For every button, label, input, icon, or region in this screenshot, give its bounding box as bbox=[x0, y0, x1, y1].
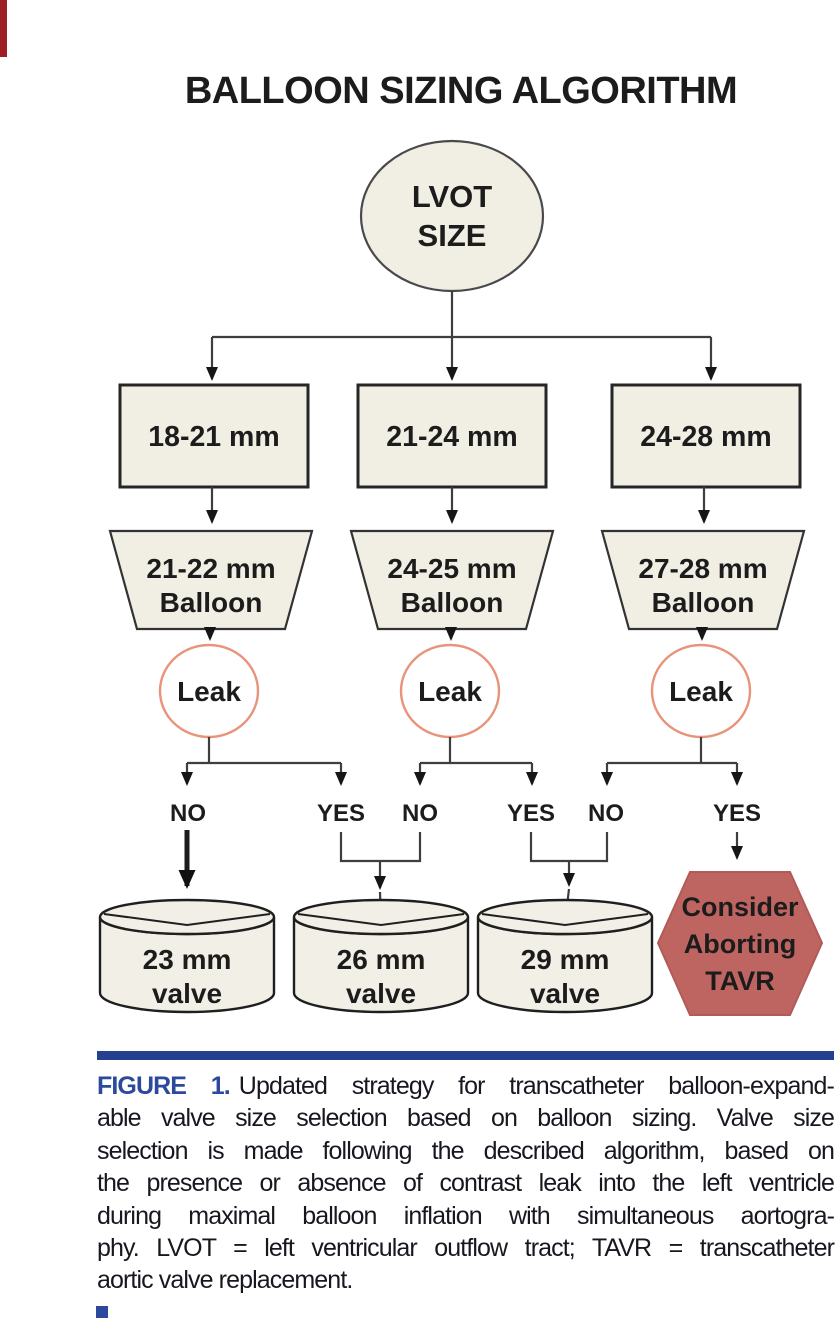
no-label-2: NO bbox=[402, 800, 438, 827]
valve-word-label-1: valve bbox=[152, 978, 222, 1009]
caption-line: able valve size selection based on ballo… bbox=[97, 1104, 835, 1133]
balloon-size-label-1: 21-22 mm bbox=[146, 553, 275, 584]
valve-node-2: 26 mm valve bbox=[292, 898, 470, 1014]
leak-split-2 bbox=[420, 737, 532, 765]
leak-label-2: Leak bbox=[418, 676, 482, 707]
valve-rim-inside-2 bbox=[297, 913, 465, 927]
valve-rim-inside-3 bbox=[481, 913, 649, 927]
balloon-size-label-2: 24-25 mm bbox=[387, 553, 516, 584]
caption-line: FIGURE 1.Updated strategy for transcathe… bbox=[97, 1070, 835, 1102]
valve-rim-inside-1 bbox=[103, 913, 271, 927]
balloon-word-label-2: Balloon bbox=[401, 587, 504, 618]
figure-title: BALLOON SIZING ALGORITHM bbox=[185, 70, 737, 112]
lvot-size-line2: SIZE bbox=[418, 218, 487, 253]
leak-split-1 bbox=[187, 737, 341, 765]
merge-bracket-2 bbox=[529, 832, 609, 863]
lvot-size-line1: LVOT bbox=[412, 179, 492, 214]
leak-split-3 bbox=[607, 737, 737, 765]
yes-label-2: YES bbox=[507, 800, 555, 827]
lvot-range-box-1 bbox=[118, 383, 310, 489]
lvot-range-label-3: 24-28 mm bbox=[640, 421, 772, 453]
valve-size-label-3: 29 mm bbox=[521, 944, 610, 975]
caption-line: selection is made following the describe… bbox=[97, 1136, 835, 1165]
lvot-range-label-1: 18-21 mm bbox=[148, 421, 280, 453]
merge-bracket-1 bbox=[339, 832, 422, 863]
caption-line: phy. LVOT = left ventricular outflow tra… bbox=[97, 1234, 835, 1263]
valve-node-3: 29 mm valve bbox=[476, 898, 654, 1014]
lvot-range-box-3 bbox=[610, 383, 802, 489]
valve-node-1: 23 mm valve bbox=[98, 898, 276, 1014]
balloon-node-2 bbox=[349, 529, 555, 631]
balloon-node-3 bbox=[600, 529, 806, 631]
caption-divider-rule bbox=[97, 1051, 834, 1060]
caption-line: the presence or absence of contrast leak… bbox=[97, 1169, 835, 1198]
abort-line2: Aborting bbox=[684, 929, 796, 959]
figure-caption: FIGURE 1.Updated strategy for transcathe… bbox=[97, 1070, 835, 1297]
valve-word-label-2: valve bbox=[346, 978, 416, 1009]
leak-label-1: Leak bbox=[177, 676, 241, 707]
lvot-size-node bbox=[359, 139, 545, 293]
caption-line: aortic valve replacement. bbox=[97, 1266, 353, 1295]
abort-line1: Consider bbox=[681, 892, 799, 922]
balloon-word-label-1: Balloon bbox=[160, 587, 263, 618]
abort-line3: TAVR bbox=[705, 966, 775, 996]
no-label-3: NO bbox=[588, 800, 624, 827]
balloon-size-label-3: 27-28 mm bbox=[638, 553, 767, 584]
caption-text: Updated strategy for transcatheter ballo… bbox=[238, 1072, 835, 1100]
yes-label-1: YES bbox=[317, 800, 365, 827]
yes-label-3: YES bbox=[713, 800, 761, 827]
valve-word-label-3: valve bbox=[530, 978, 600, 1009]
balloon-sizing-flowchart: BALLOON SIZING ALGORITHM LVOT SIZE 18-21… bbox=[98, 70, 824, 1016]
abort-tavr-node: Consider Aborting TAVR bbox=[656, 871, 824, 1016]
page-edge-blue-mark bbox=[96, 1306, 108, 1318]
caption-line: during maximal balloon inflation with si… bbox=[97, 1201, 835, 1230]
balloon-node-1 bbox=[108, 529, 314, 631]
figure-number-label: FIGURE 1. bbox=[97, 1072, 231, 1100]
lvot-range-label-2: 21-24 mm bbox=[386, 421, 518, 453]
leak-label-3: Leak bbox=[669, 676, 733, 707]
valve-size-label-1: 23 mm bbox=[143, 944, 232, 975]
balloon-word-label-3: Balloon bbox=[652, 587, 755, 618]
valve-size-label-2: 26 mm bbox=[337, 944, 426, 975]
page-edge-red-mark bbox=[0, 0, 7, 57]
no-label-1: NO bbox=[170, 800, 206, 827]
